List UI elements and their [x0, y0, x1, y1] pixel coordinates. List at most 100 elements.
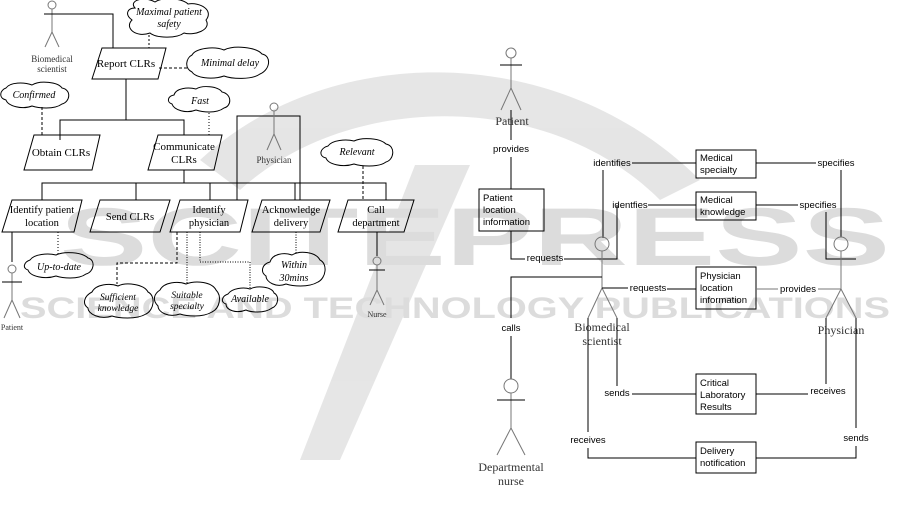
- resource-label-clr-2: Laboratory: [700, 390, 746, 401]
- physician-boundary: [236, 115, 301, 200]
- actor-label-nurse-dep-1: Departmental: [478, 460, 544, 474]
- resource-label-patient-location-1: Patient: [483, 193, 513, 204]
- watermark-main-text: SCITEPRESS: [60, 192, 890, 283]
- watermark-sub-text: SCIENCE AND TECHNOLOGY PUBLICATIONS: [20, 292, 890, 325]
- goal-label-communicate-2: CLRs: [171, 154, 197, 166]
- softgoal-maximal-safety[interactable]: [127, 0, 209, 38]
- goal-identify-physician[interactable]: [169, 199, 249, 233]
- label-specifies-specialty: specifies: [818, 158, 855, 169]
- label-identifies-specialty: identifies: [593, 158, 631, 169]
- resource-medical-specialty[interactable]: [695, 149, 757, 179]
- resource-label-specialty-2: specialty: [700, 165, 737, 176]
- softgoal-available[interactable]: [221, 286, 279, 313]
- goal-label-acknowledge-1: Acknowledge: [262, 205, 321, 216]
- link-scientist-report: [44, 13, 114, 48]
- goal-identify-patient-location[interactable]: [1, 199, 83, 233]
- goal-report-clrs[interactable]: [91, 47, 167, 80]
- goal-label-communicate-1: Communicate: [153, 141, 215, 153]
- softgoal-suitable-specialty[interactable]: [153, 281, 220, 317]
- goal-label-acknowledge-2: delivery: [274, 218, 309, 229]
- goal-label-identify-location-2: location: [25, 218, 60, 229]
- actor-label-biomedical-2: scientist: [37, 64, 67, 74]
- softgoal-label-specialty-2: specialty: [170, 302, 205, 312]
- softgoal-label-specialty-1: Suitable: [171, 291, 202, 301]
- softgoal-up-to-date[interactable]: [23, 252, 94, 279]
- actor-patient[interactable]: [500, 47, 522, 111]
- softgoal-confirmed[interactable]: [0, 81, 70, 109]
- softgoal-within-30mins[interactable]: [262, 251, 326, 287]
- link-physician-available: [199, 232, 251, 288]
- softgoal-label-safety-1: Maximal patient: [135, 7, 202, 18]
- softgoal-label-fast: Fast: [190, 96, 209, 107]
- resource-label-knowledge-1: Medical: [700, 195, 733, 206]
- link-specifies-knowledge-down: [825, 212, 856, 260]
- label-identfies-knowledge: identfies: [612, 200, 648, 211]
- softgoal-minimal-delay[interactable]: [186, 46, 269, 79]
- softgoal-relevant[interactable]: [320, 138, 394, 167]
- resource-medical-knowledge[interactable]: [695, 191, 757, 221]
- goal-label-identify-physician-1: Identify: [192, 205, 226, 216]
- actor-patient-goal[interactable]: [2, 264, 22, 319]
- goal-obtain-clrs[interactable]: [23, 134, 101, 171]
- softgoal-label-minimal-delay: Minimal delay: [200, 58, 260, 69]
- actor-biomedical-scientist[interactable]: [44, 0, 60, 48]
- actor-physician[interactable]: [825, 236, 857, 319]
- goal-label-report: Report CLRs: [97, 58, 155, 70]
- dependency-model: Patient provides Patient location inform…: [478, 47, 869, 488]
- goal-call-department[interactable]: [337, 199, 415, 233]
- label-specifies-knowledge: specifies: [800, 200, 837, 211]
- goal-label-send: Send CLRs: [106, 212, 154, 223]
- resource-label-specialty-1: Medical: [700, 153, 733, 164]
- resource-label-delivery-1: Delivery: [700, 446, 735, 457]
- link-physician-knowledge: [116, 232, 178, 284]
- actor-label-nurse-dep-2: nurse: [498, 474, 524, 488]
- softgoal-label-up-to-date: Up-to-date: [37, 262, 81, 273]
- goal-label-call-1: Call: [367, 205, 385, 216]
- actor-physician-goal[interactable]: [266, 102, 282, 151]
- actor-departmental-nurse[interactable]: [496, 378, 526, 456]
- resource-label-physician-location-2: location: [700, 283, 733, 294]
- label-requests-patient: requests: [527, 253, 564, 264]
- resource-label-patient-location-3: information: [483, 217, 530, 228]
- resource-label-clr-3: Results: [700, 402, 732, 413]
- softgoal-fast[interactable]: [167, 86, 231, 113]
- actor-label-patient-goal: Patient: [1, 323, 24, 332]
- goal-label-obtain: Obtain CLRs: [32, 147, 90, 159]
- link-report-children: [59, 119, 185, 140]
- softgoal-label-confirmed: Confirmed: [13, 90, 57, 101]
- goal-label-call-2: department: [352, 218, 399, 229]
- link-sends-delivery: [756, 446, 857, 459]
- label-calls: calls: [501, 323, 520, 334]
- actor-label-physician: Physician: [818, 323, 865, 337]
- link-communicate-children: [41, 182, 387, 200]
- goal-send-clrs[interactable]: [89, 199, 171, 233]
- actor-label-patient: Patient: [495, 114, 529, 128]
- actor-nurse-goal[interactable]: [369, 256, 385, 306]
- softgoal-label-available: Available: [230, 294, 269, 305]
- label-provides-physician: provides: [780, 284, 816, 295]
- softgoal-label-safety-2: safety: [157, 19, 181, 30]
- watermark-swoosh: [200, 72, 700, 200]
- resource-label-knowledge-2: knowledge: [700, 207, 745, 218]
- label-requests-physician: requests: [630, 283, 667, 294]
- goal-acknowledge-delivery[interactable]: [251, 199, 331, 233]
- softgoal-label-relevant: Relevant: [339, 147, 375, 158]
- label-sends-clr: sends: [604, 388, 630, 399]
- link-requests-patient-right: [564, 205, 618, 260]
- resource-label-clr-1: Critical: [700, 378, 729, 389]
- resource-label-delivery-2: notification: [700, 458, 745, 469]
- label-sends-delivery: sends: [843, 433, 869, 444]
- link-receives-delivery: [587, 448, 696, 459]
- goal-label-identify-location-1: Identify patient: [10, 205, 75, 216]
- actor-biomedical-scientist-dep[interactable]: [587, 236, 618, 319]
- watermark-check: [300, 165, 470, 460]
- link-requests-patient-left: [510, 231, 525, 260]
- resource-label-physician-location-1: Physician: [700, 271, 741, 282]
- link-calls-top: [510, 276, 602, 318]
- softgoal-label-within-1: Within: [281, 260, 307, 271]
- softgoal-sufficient-knowledge[interactable]: [84, 283, 154, 319]
- resource-physician-location[interactable]: [695, 266, 757, 310]
- goal-communicate-clrs[interactable]: [147, 134, 223, 171]
